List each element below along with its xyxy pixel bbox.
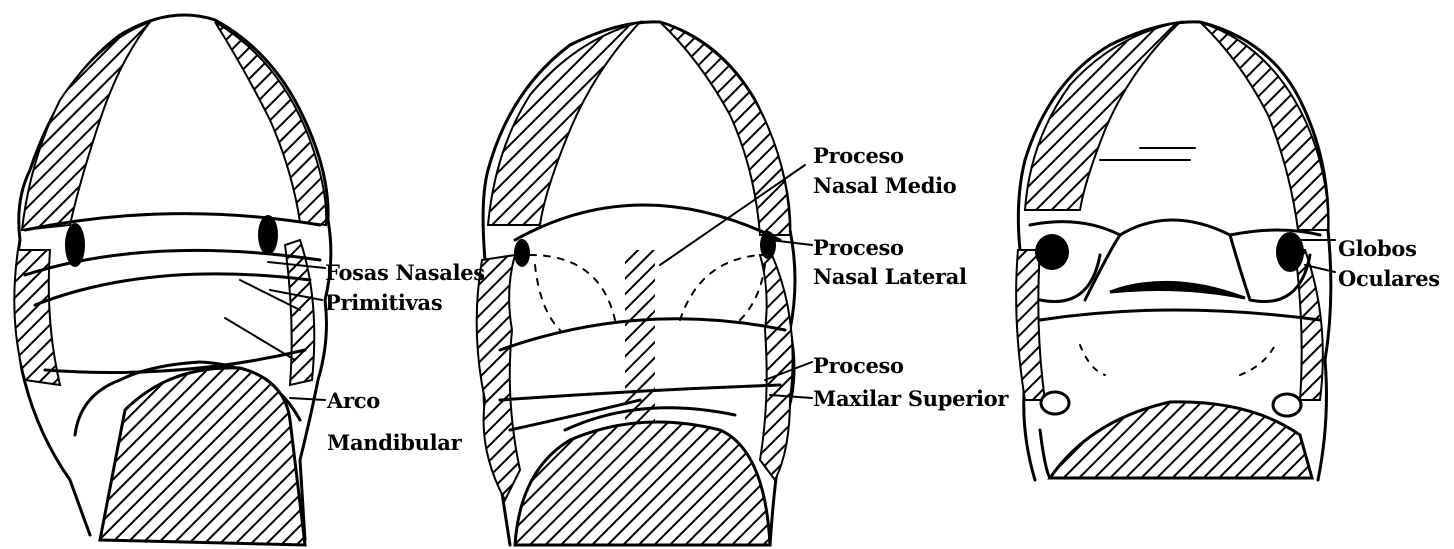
label-oculares: Oculares: [1338, 268, 1440, 289]
label-globos: Globos: [1338, 238, 1417, 259]
label-fosas-nasales: Fosas Nasales: [325, 262, 485, 283]
label-mandibular: Mandibular: [327, 432, 461, 453]
panel-1-nasal-pit-right: [258, 215, 278, 255]
label-arco: Arco: [327, 390, 380, 411]
panel-3: [1016, 22, 1335, 480]
label-nasal-medio: Nasal Medio: [813, 175, 957, 196]
label-proceso-nasal-lateral-1: Proceso: [813, 237, 904, 258]
panel-2: [477, 22, 812, 545]
panel-3-circle-right: [1273, 394, 1301, 416]
panel-3-circle-left: [1041, 392, 1069, 414]
panel-3-mandibular-region: [1050, 402, 1312, 478]
panel-2-nasal-pit-right: [760, 231, 776, 259]
panel-2-nasal-pit-left: [514, 239, 530, 267]
label-maxilar-superior: Maxilar Superior: [813, 388, 1008, 409]
label-proceso-maxilar-1: Proceso: [813, 355, 904, 376]
label-nasal-lateral: Nasal Lateral: [813, 266, 967, 287]
panel-1-mandibular-region: [100, 368, 305, 545]
panel-1: [14, 15, 331, 545]
label-proceso-nasal-medio-1: Proceso: [813, 145, 904, 166]
panel-3-eye-globe-right: [1276, 232, 1304, 272]
panel-1-rim-shading: [22, 22, 150, 230]
panel-1-nasal-pit-left: [65, 223, 85, 267]
label-primitivas: Primitivas: [325, 292, 442, 313]
panel-3-oral-opening: [1110, 282, 1245, 298]
panel-3-eye-globe-left: [1035, 234, 1069, 270]
panel-2-mandibular-region: [515, 422, 770, 545]
